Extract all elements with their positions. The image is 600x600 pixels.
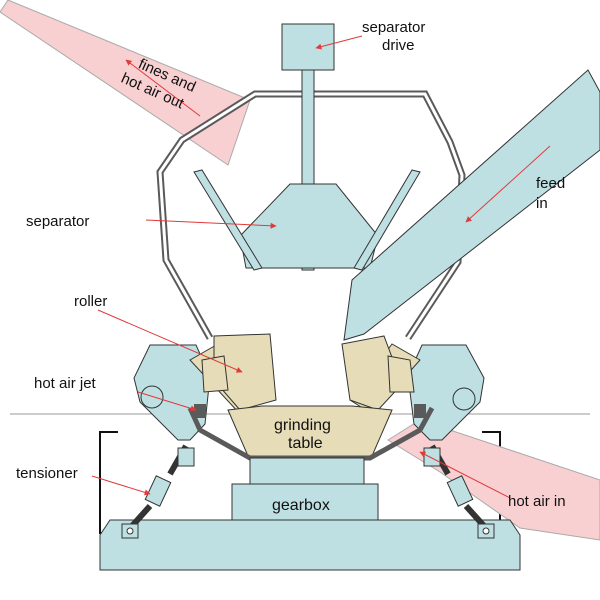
right-tension-rod-bottom xyxy=(463,503,487,529)
label-gearbox: gearbox xyxy=(272,497,330,514)
left-tensioner-cylinder xyxy=(144,475,172,507)
label-grinding-2: table xyxy=(288,435,323,452)
label-separator-drive-2: drive xyxy=(382,37,415,54)
label-feed-2: in xyxy=(536,195,548,212)
arrow-separator xyxy=(145,219,277,229)
gearbox-top xyxy=(249,457,365,485)
right-anchor-pin xyxy=(482,527,490,535)
base-plate xyxy=(99,519,521,571)
arrow-separator-drive xyxy=(315,35,363,50)
arrow-fines-out xyxy=(125,59,201,117)
label-roller: roller xyxy=(74,293,107,310)
separator-drive-box xyxy=(281,23,335,71)
left-anchor-pin xyxy=(126,527,134,535)
label-separator: separator xyxy=(26,213,89,230)
label-grinding-1: grinding xyxy=(274,417,331,434)
right-tensioner-cylinder xyxy=(446,475,474,507)
label-hot-air-jet: hot air jet xyxy=(34,375,97,392)
label-hot-air-in: hot air in xyxy=(508,493,566,510)
label-feed-1: feed xyxy=(536,175,565,192)
left-roller-tail xyxy=(201,355,229,393)
separator-rotor xyxy=(239,183,379,269)
separator-vane-right xyxy=(353,169,421,271)
label-separator-drive-1: separator xyxy=(362,19,425,36)
hot-air-jet-left xyxy=(194,404,206,418)
hot-air-jet-right xyxy=(414,404,426,418)
separator-vane-left xyxy=(193,169,263,271)
right-roller-tail xyxy=(387,355,415,393)
left-tension-rod-bottom xyxy=(129,503,153,529)
left-upper-link xyxy=(177,447,195,467)
right-pivot xyxy=(452,387,476,411)
arrow-roller xyxy=(97,309,243,373)
right-roller xyxy=(341,335,403,411)
arrow-feed-in xyxy=(465,145,551,223)
arrow-hot-air-in xyxy=(419,451,511,499)
feed-chute xyxy=(343,69,600,341)
arrow-hot-air-jet xyxy=(137,391,197,412)
right-upper-link xyxy=(423,447,441,467)
arrow-tensioner xyxy=(91,475,151,496)
label-tensioner: tensioner xyxy=(16,465,78,482)
left-pivot xyxy=(140,385,164,409)
